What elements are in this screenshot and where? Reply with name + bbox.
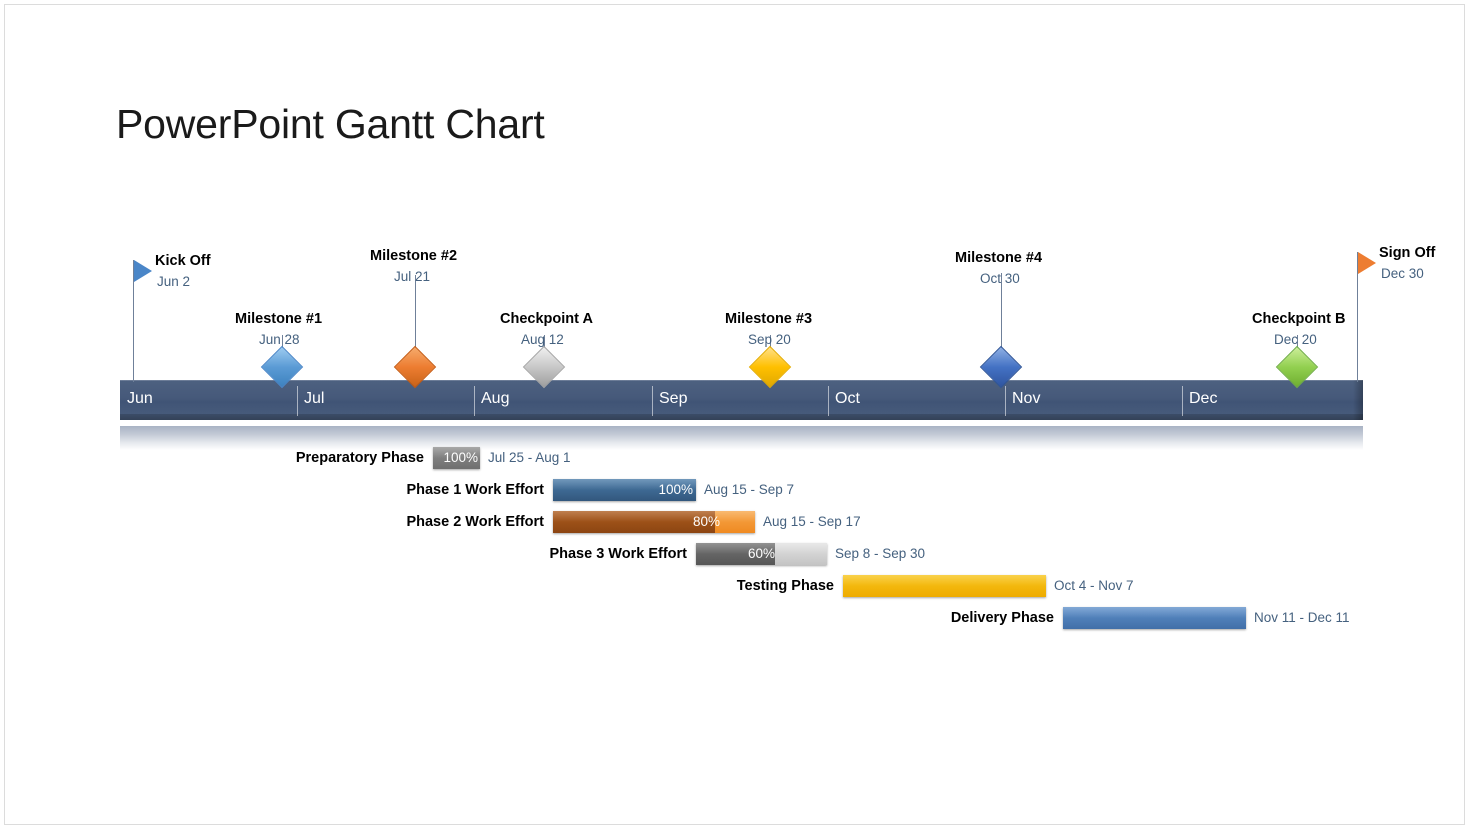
milestone-stem	[1357, 252, 1358, 382]
month-label-jul: Jul	[304, 390, 325, 407]
month-separator	[1005, 386, 1006, 416]
milestone-stem	[1001, 273, 1002, 370]
bar-gloss	[843, 575, 1046, 586]
month-separator	[474, 386, 475, 416]
task-progress-fill	[553, 511, 715, 533]
task-row-phase-3[interactable]: Phase 3 Work Effort 60% Sep 8 - Sep 30	[549, 541, 925, 567]
milestone-name: Milestone #2	[370, 248, 458, 264]
task-progress-fill	[696, 543, 775, 565]
task-percent: 100%	[443, 450, 478, 465]
task-label: Phase 3 Work Effort	[549, 546, 687, 562]
milestone-name: Milestone #1	[235, 311, 323, 327]
milestone-date: Jul 21	[394, 269, 431, 284]
flag-icon	[134, 260, 152, 282]
task-percent: 100%	[658, 482, 693, 497]
milestone-stem	[133, 260, 134, 382]
flag-icon	[1358, 252, 1376, 274]
timeline-month-bar: Jun Jul Aug Sep Oct Nov Dec	[120, 380, 1363, 420]
task-label: Preparatory Phase	[295, 450, 424, 466]
slide-canvas: PowerPoint Gantt Chart Jun Jul Aug Sep O…	[4, 4, 1465, 825]
milestone-date: Jun 28	[259, 332, 300, 347]
milestone-stem	[415, 275, 416, 370]
month-label-oct: Oct	[835, 390, 860, 407]
task-dates: Aug 15 - Sep 7	[704, 482, 795, 497]
task-dates: Oct 4 - Nov 7	[1054, 578, 1134, 593]
task-progress-fill	[553, 479, 696, 501]
milestone-date: Jun 2	[157, 274, 191, 289]
task-percent: 80%	[693, 514, 721, 529]
milestone-name: Milestone #4	[955, 250, 1043, 266]
page-title: PowerPoint Gantt Chart	[116, 101, 545, 147]
task-progress-fill	[433, 447, 480, 469]
task-row-preparatory-phase[interactable]: Preparatory Phase 100% Jul 25 - Aug 1	[296, 445, 571, 471]
task-bar[interactable]	[1063, 607, 1246, 629]
month-separator	[297, 386, 298, 416]
bar-gloss	[1063, 607, 1246, 618]
milestone-date: Dec 20	[1274, 332, 1317, 347]
month-label-nov: Nov	[1012, 390, 1041, 407]
task-bar[interactable]	[843, 575, 1046, 597]
month-separator	[652, 386, 653, 416]
month-label-aug: Aug	[481, 390, 510, 407]
milestone-name: Kick Off	[155, 253, 211, 269]
task-row-delivery-phase[interactable]: Delivery Phase Nov 11 - Dec 11	[951, 605, 1350, 631]
task-label: Phase 2 Work Effort	[406, 514, 544, 530]
task-percent: 60%	[748, 546, 776, 561]
task-dates: Jul 25 - Aug 1	[488, 450, 571, 465]
milestone-date: Oct 30	[980, 271, 1020, 286]
milestone-name: Checkpoint A	[500, 311, 593, 327]
milestone-date: Aug 12	[521, 332, 564, 347]
milestone-date: Dec 30	[1381, 266, 1424, 281]
task-row-phase-2[interactable]: Phase 2 Work Effort 80% Aug 15 - Sep 17	[406, 509, 861, 535]
task-label: Testing Phase	[736, 578, 834, 594]
month-bar-bottom-bevel	[120, 414, 1363, 420]
task-row-testing-phase[interactable]: Testing Phase Oct 4 - Nov 7	[737, 573, 1134, 599]
month-separator	[1182, 386, 1183, 416]
task-row-phase-1[interactable]: Phase 1 Work Effort 100% Aug 15 - Sep 7	[406, 477, 794, 503]
task-dates: Sep 8 - Sep 30	[835, 546, 926, 561]
task-dates: Nov 11 - Dec 11	[1254, 610, 1350, 625]
milestone-name: Sign Off	[1379, 245, 1436, 261]
task-bar[interactable]	[553, 511, 755, 533]
task-label: Delivery Phase	[950, 610, 1054, 626]
month-bar-right-bevel	[1353, 380, 1363, 420]
month-label-sep: Sep	[659, 390, 688, 407]
milestone-name: Checkpoint B	[1252, 311, 1346, 327]
task-dates: Aug 15 - Sep 17	[763, 514, 861, 529]
milestone-name: Milestone #3	[725, 311, 813, 327]
month-separator	[828, 386, 829, 416]
month-label-dec: Dec	[1189, 390, 1218, 407]
task-label: Phase 1 Work Effort	[406, 482, 544, 498]
milestone-date: Sep 20	[748, 332, 791, 347]
timeline-gradient-band	[120, 426, 1363, 450]
month-label-jun: Jun	[127, 390, 153, 407]
